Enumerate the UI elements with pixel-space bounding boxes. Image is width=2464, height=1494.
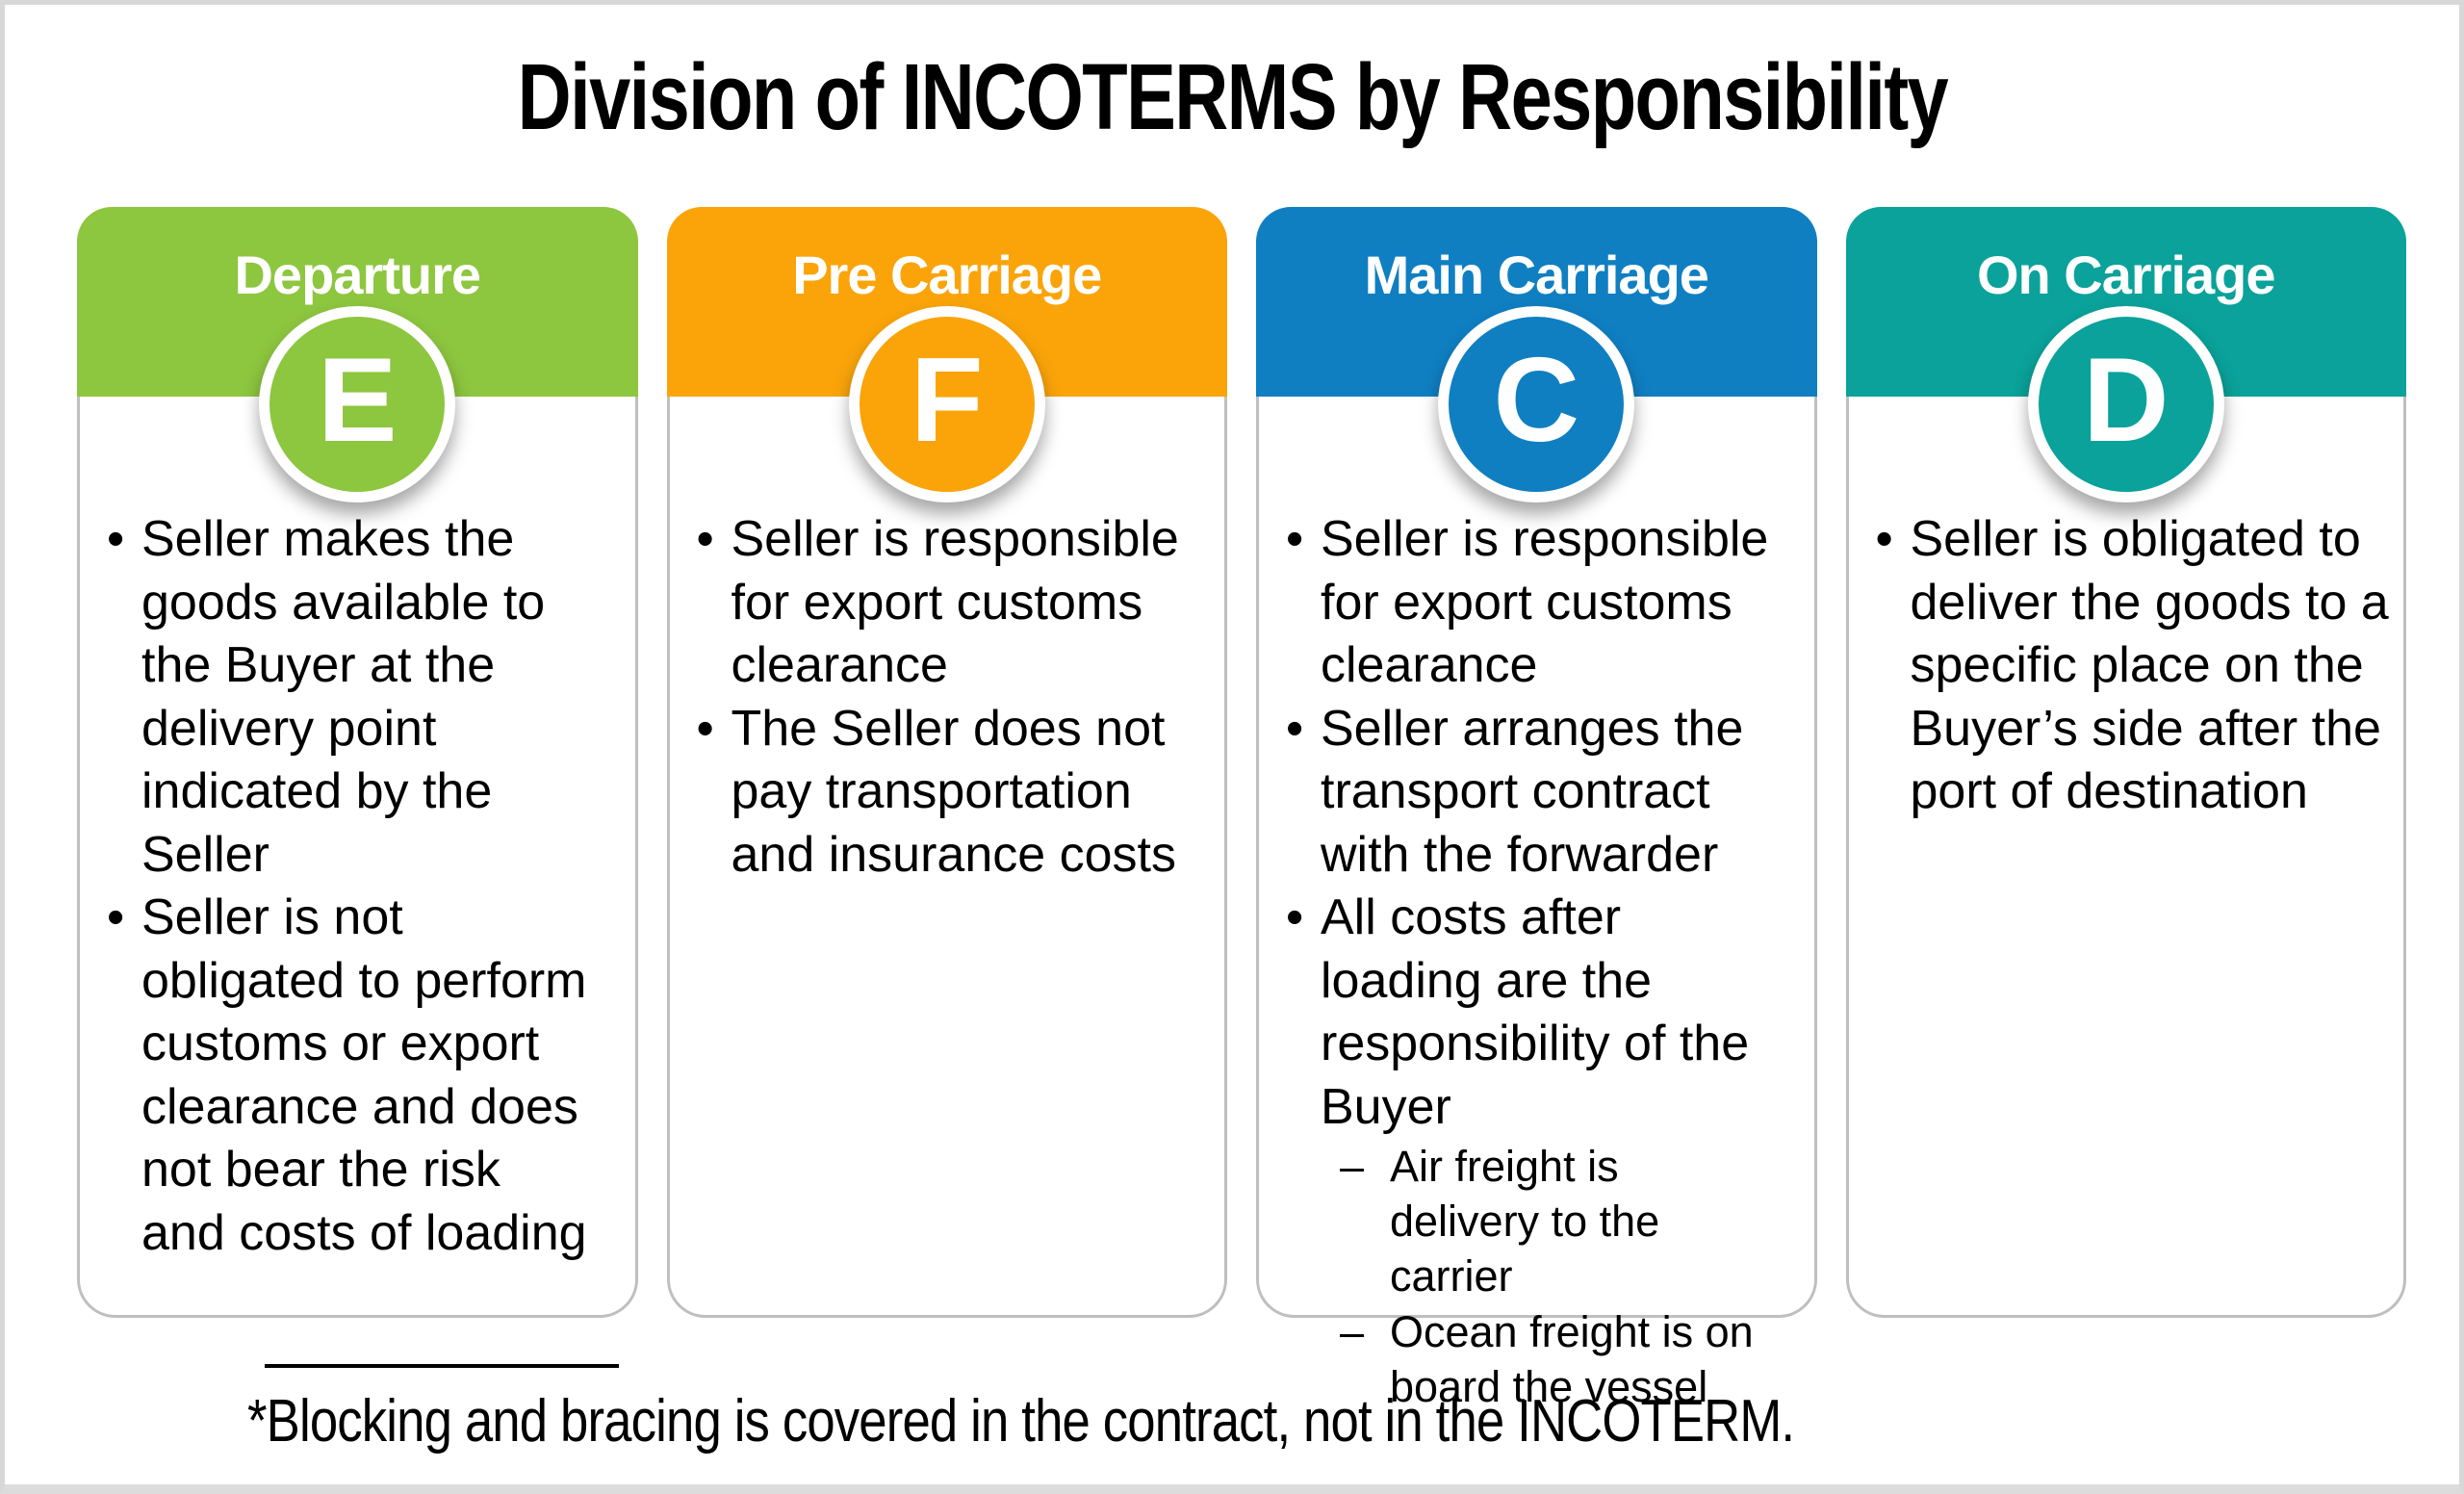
bullet-marker: •	[696, 700, 714, 757]
bullet-item: • Seller is obligated to deliver the goo…	[1876, 508, 2397, 824]
bullet-marker: •	[1875, 511, 1893, 567]
stage-letter-circle-e: E	[259, 306, 456, 502]
bullet-text: Seller makes the goods available to the …	[141, 511, 546, 883]
stage-letter-circle-d: D	[2027, 306, 2224, 502]
card-pre-carriage: Pre Carriage F • Seller is responsible f…	[666, 207, 1227, 1318]
page-title-text: Division of INCOTERMS by Responsibility	[517, 44, 1948, 149]
stage-letter-c: C	[1493, 334, 1580, 467]
bullet-text: Seller is responsible for export customs…	[1321, 511, 1769, 694]
bullet-item: • All costs after loading are the respon…	[1286, 887, 1774, 1139]
bullet-marker: •	[696, 511, 714, 567]
bullet-item: • Seller is responsible for export custo…	[1286, 508, 1774, 698]
sub-bullet-item: – Ocean freight is on board the vessel	[1340, 1304, 1774, 1414]
bullet-text: Seller arranges the transport contract w…	[1321, 700, 1744, 883]
bullet-marker: •	[107, 511, 125, 567]
card-on-carriage-body: • Seller is obligated to deliver the goo…	[1849, 397, 2404, 824]
card-on-carriage: On Carriage D • Seller is obligated to d…	[1845, 207, 2406, 1318]
page-title: Division of INCOTERMS by Responsibility	[5, 43, 2459, 151]
bullet-item: • The Seller does not pay transportation…	[697, 698, 1185, 888]
dash-marker: –	[1340, 1306, 1365, 1356]
bullet-marker: •	[1286, 700, 1304, 757]
bullet-marker: •	[1286, 889, 1304, 946]
bullet-text: The Seller does not pay transportation a…	[731, 700, 1177, 883]
bullet-item: • Seller makes the goods available to th…	[107, 508, 595, 887]
sub-bullet-text: Air freight is delivery to the carrier	[1390, 1142, 1660, 1301]
card-main-carriage-header-label: Main Carriage	[1364, 245, 1709, 305]
sub-bullet-text: Ocean freight is on board the vessel	[1390, 1306, 1754, 1411]
card-main-carriage-body: • Seller is responsible for export custo…	[1259, 397, 1814, 1414]
footnote: *Blocking and bracing is covered in the …	[247, 1387, 2067, 1455]
bullet-marker: •	[1286, 511, 1304, 567]
stage-letter-circle-c: C	[1438, 306, 1635, 502]
card-main-carriage: Main Carriage C • Seller is responsible …	[1256, 207, 1817, 1411]
dash-marker: –	[1340, 1142, 1365, 1192]
bullet-item: • Seller is not obligated to perform cus…	[107, 887, 595, 1265]
card-departure-header-label: Departure	[234, 245, 481, 305]
card-on-carriage-header-label: On Carriage	[1976, 245, 2276, 305]
stage-letter-e: E	[317, 334, 398, 467]
stage-letter-d: D	[2082, 334, 2169, 467]
bullet-item: • Seller arranges the transport contract…	[1286, 698, 1774, 888]
bullet-text: Seller is responsible for export customs…	[731, 511, 1179, 694]
bullet-text: Seller is obligated to deliver the goods…	[1910, 511, 2389, 820]
card-departure-body: • Seller makes the goods available to th…	[80, 397, 635, 1265]
stage-letter-f: F	[910, 334, 984, 467]
sub-bullet-item: – Air freight is delivery to the carrier	[1340, 1139, 1774, 1303]
card-pre-carriage-body: • Seller is responsible for export custo…	[670, 397, 1225, 887]
bullet-item: • Seller is responsible for export custo…	[697, 508, 1185, 698]
bullet-marker: •	[107, 889, 125, 946]
stage-letter-circle-f: F	[848, 306, 1045, 502]
card-departure: Departure E • Seller makes the goods ava…	[77, 207, 638, 1318]
cards-row: Departure E • Seller makes the goods ava…	[77, 207, 2406, 1411]
bullet-text: All costs after loading are the responsi…	[1321, 889, 1750, 1135]
footnote-rule	[265, 1364, 619, 1368]
footnote-text: *Blocking and bracing is covered in the …	[247, 1388, 1795, 1455]
card-on-carriage-header: On Carriage	[1845, 207, 2406, 397]
card-pre-carriage-header-label: Pre Carriage	[792, 245, 1102, 305]
card-main-carriage-header: Main Carriage	[1256, 207, 1817, 397]
bullet-text: Seller is not obligated to perform custo…	[141, 889, 587, 1261]
